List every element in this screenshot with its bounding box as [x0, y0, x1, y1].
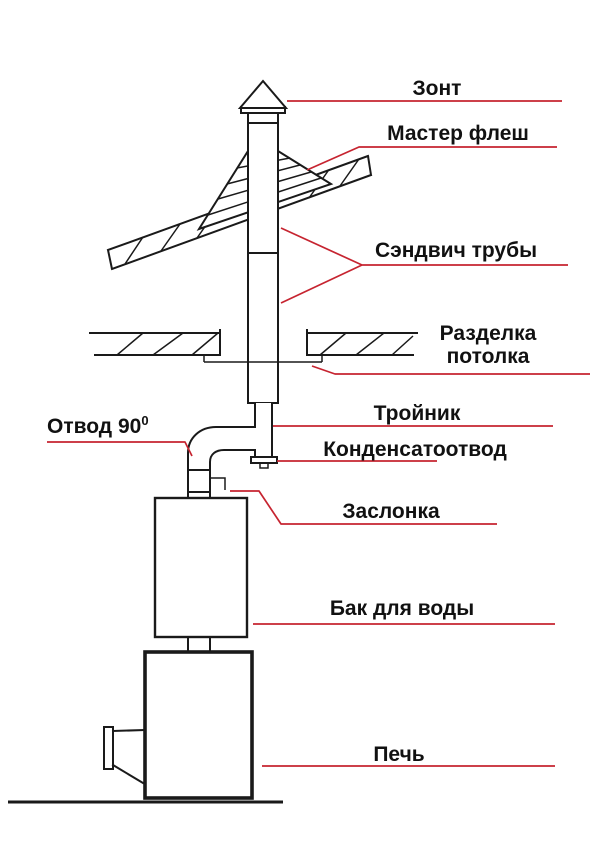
ceiling-penetration-drawing	[89, 329, 418, 363]
chimney-cap-drawing	[237, 79, 289, 114]
label-zont: Зонт	[412, 77, 462, 100]
sandwich-pipe-drawing	[247, 109, 279, 404]
elbow-drawing	[187, 426, 256, 499]
label-razdelka: Разделка потолка	[378, 322, 598, 368]
label-razdelka-line2: потолка	[446, 345, 530, 368]
label-master-flash: Мастер флеш	[387, 122, 529, 145]
label-zaslonka: Заслонка	[342, 500, 440, 523]
condensate-cap-drawing	[250, 456, 278, 464]
leader-sandwich	[280, 227, 568, 304]
leader-otvod	[47, 441, 193, 457]
leader-razdelka	[311, 365, 590, 375]
label-otvod-sup: 0	[141, 413, 149, 428]
label-bak: Бак для воды	[329, 597, 475, 620]
water-tank-drawing	[153, 496, 249, 639]
label-razdelka-line1: Разделка	[439, 322, 537, 345]
leader-zaslonka	[230, 490, 497, 525]
tank-stove-connector-drawing	[187, 636, 211, 653]
label-otvod-text: Отвод 90	[47, 415, 142, 438]
label-sandwich: Сэндвич трубы	[374, 239, 538, 262]
stove-drawing	[103, 650, 254, 800]
label-troinik: Тройник	[373, 402, 461, 425]
tee-drawing	[250, 402, 278, 469]
label-kondensat: Конденсатоотвод	[323, 438, 507, 461]
firebox-flange-drawing	[103, 726, 114, 770]
label-pech: Печь	[373, 743, 425, 766]
damper-drawing	[211, 477, 226, 490]
label-otvod: Отвод 900	[47, 413, 227, 438]
leader-master-flash	[306, 146, 557, 171]
leader-lines	[47, 100, 590, 767]
